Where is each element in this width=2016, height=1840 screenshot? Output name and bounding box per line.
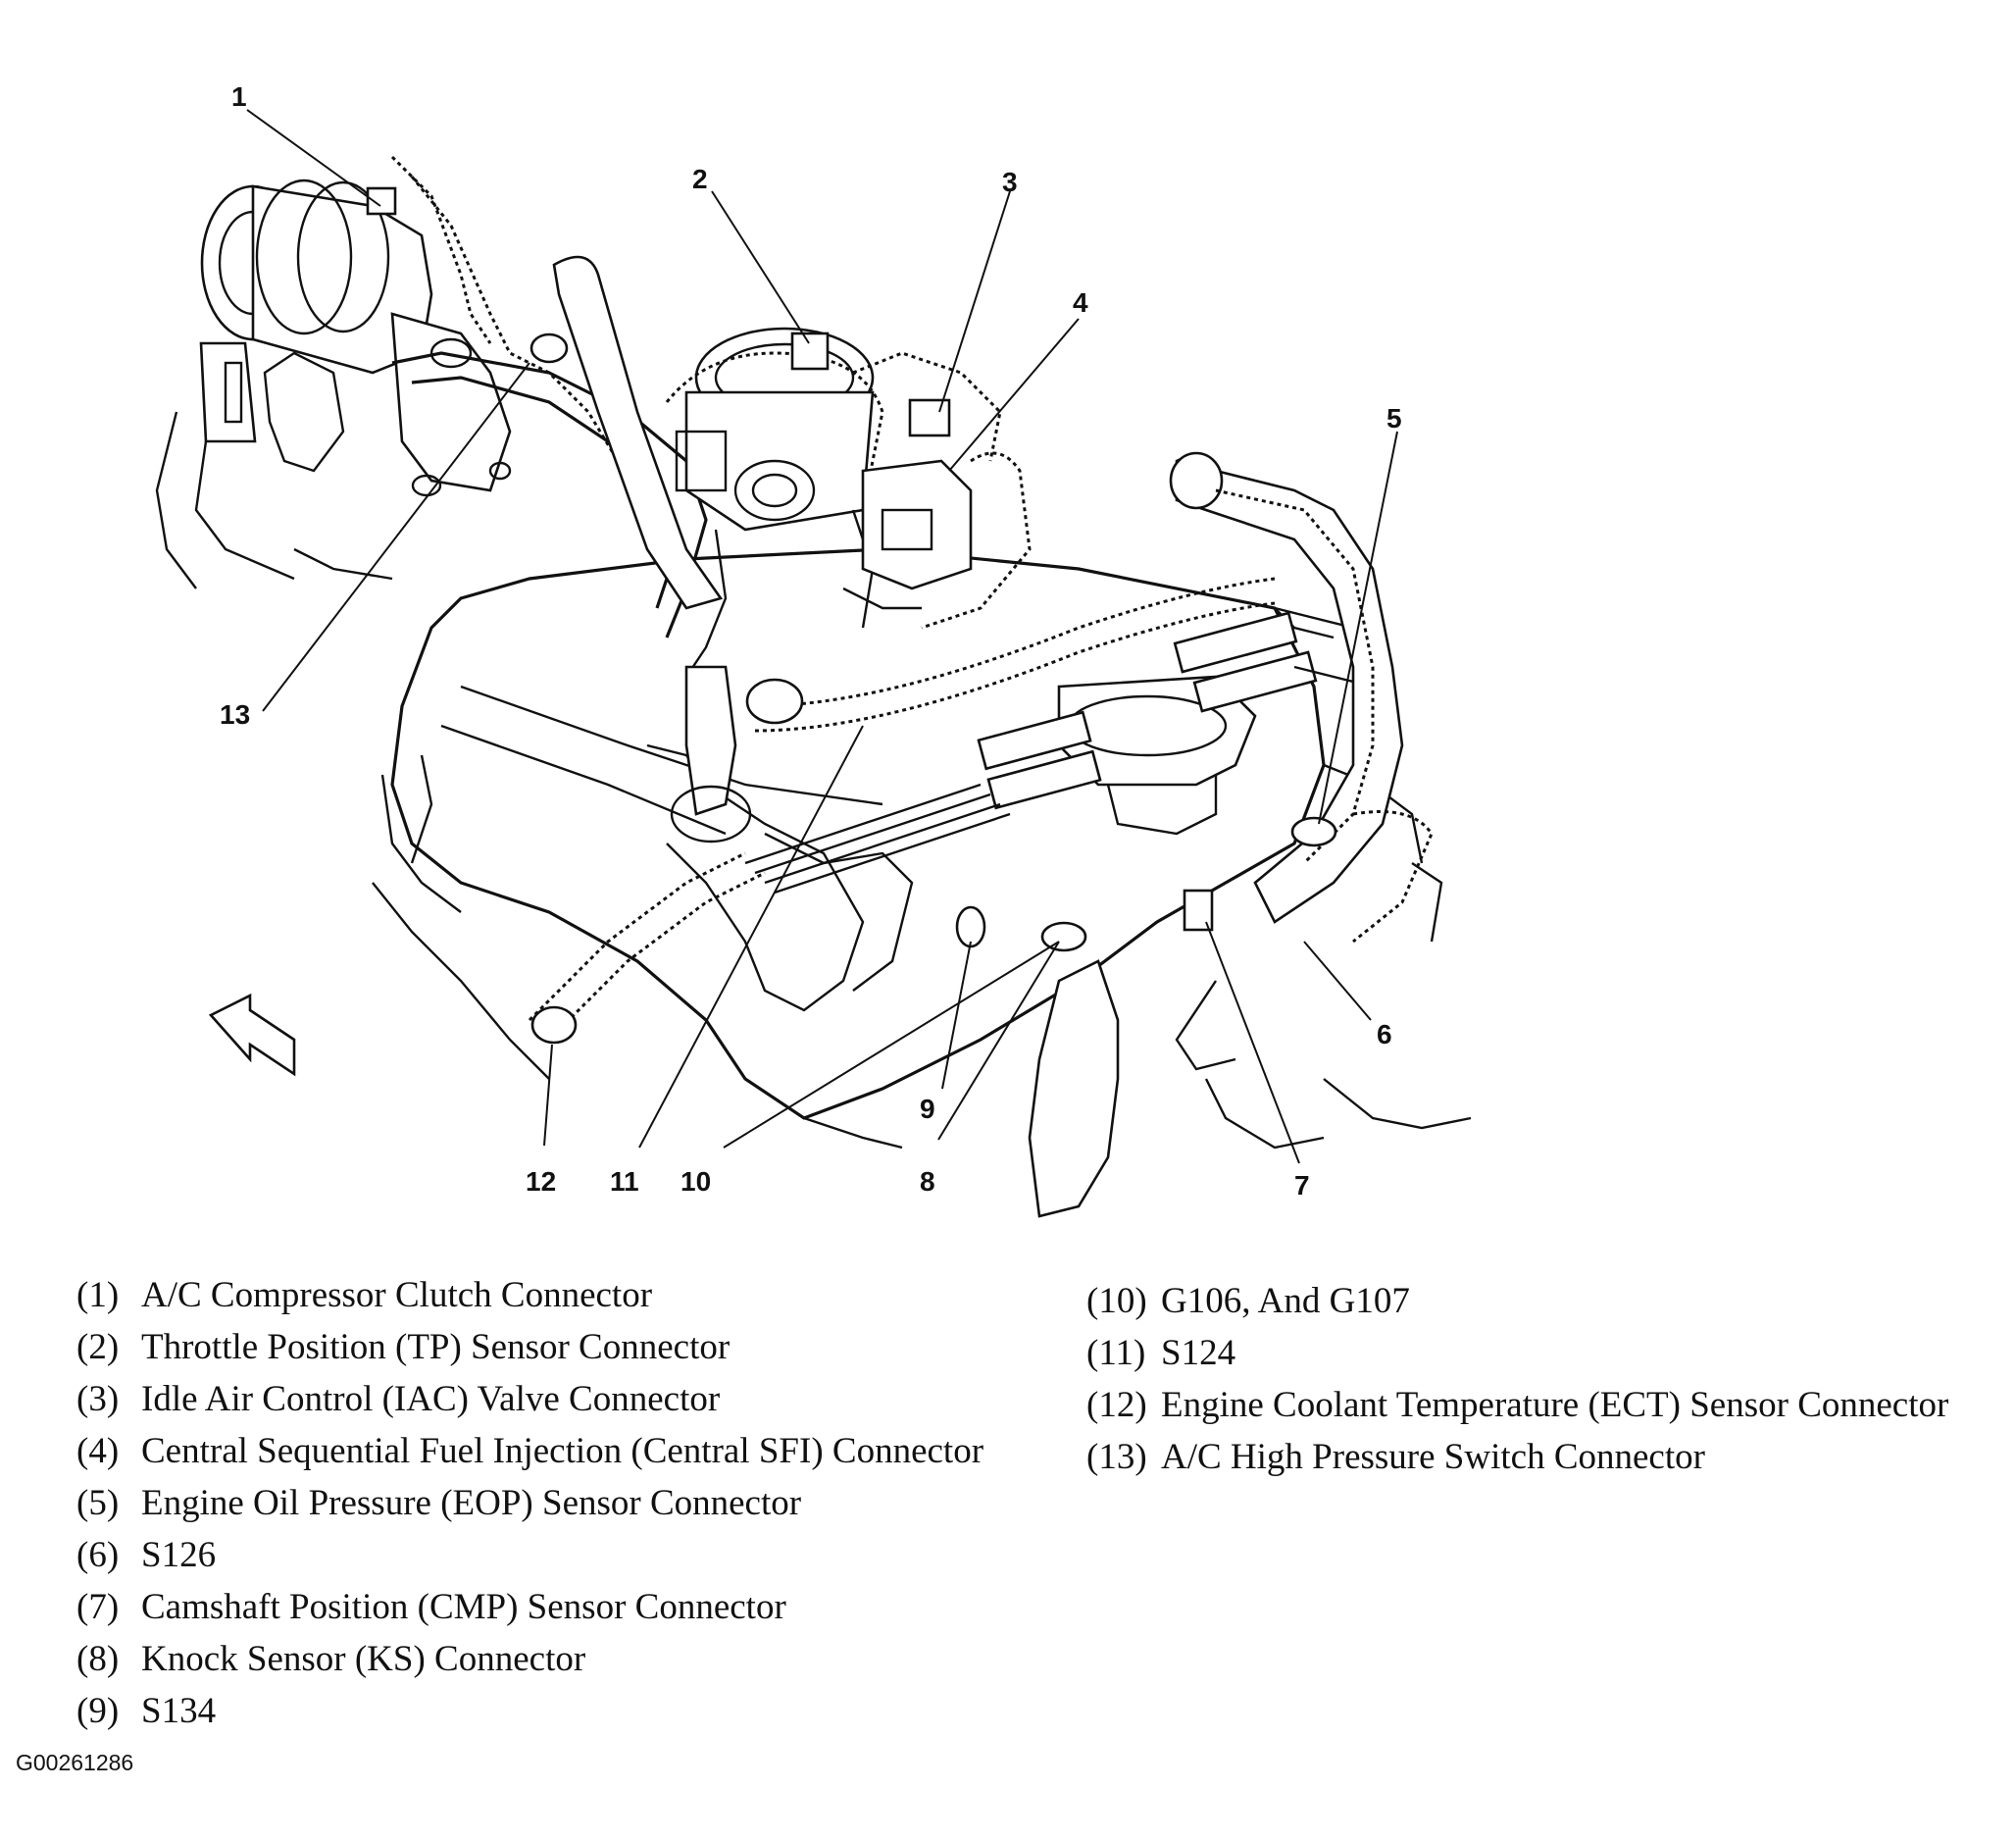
legend-number: (5) — [76, 1483, 120, 1523]
callout-9: 9 — [920, 1094, 935, 1124]
ac-hps-connector — [529, 332, 569, 364]
ks-connector — [1040, 921, 1087, 952]
legend-item-6: (6) S126 — [76, 1529, 983, 1581]
legend-item-5: (5) Engine Oil Pressure (EOP) Sensor Conn… — [76, 1477, 983, 1529]
legend-number: (7) — [76, 1587, 120, 1627]
callout-12: 12 — [526, 1166, 556, 1197]
callout-3: 3 — [1002, 167, 1018, 197]
legend-text: Idle Air Control (IAC) Valve Connector — [141, 1379, 721, 1419]
legend-number: (13) — [1086, 1437, 1147, 1477]
harness-s126 — [1352, 810, 1434, 944]
harness-lower-left — [528, 851, 746, 1022]
callout-numbers: 1 2 3 4 5 6 7 8 9 10 11 12 13 — [220, 81, 1402, 1201]
ac-clutch-connector — [366, 186, 397, 216]
legend-text: Throttle Position (TP) Sensor Connector — [141, 1327, 731, 1367]
legend-text: G106, And G107 — [1161, 1281, 1410, 1321]
legend-right-column: (10) G106, And G107 (11) S124 (12) Engine C… — [1086, 1275, 1948, 1483]
legend-text: S124 — [1161, 1333, 1236, 1373]
callout-7: 7 — [1294, 1170, 1310, 1201]
callout-10: 10 — [680, 1166, 711, 1197]
s124-splice — [745, 678, 804, 725]
right-loom — [1169, 451, 1404, 924]
leader-lines — [246, 109, 1398, 1164]
distributor — [977, 611, 1318, 836]
legend-number: (10) — [1086, 1281, 1147, 1321]
central-sfi-block — [842, 459, 973, 610]
legend-item-11: (11) S124 — [1086, 1327, 1948, 1379]
legend-item-7: (7) Camshaft Position (CMP) Sensor Connec… — [76, 1581, 983, 1633]
lower-radiator-hose — [1028, 959, 1120, 1218]
tp-connector — [790, 332, 830, 371]
callout-8: 8 — [920, 1166, 935, 1197]
pcv-hose — [684, 665, 737, 816]
legend-item-8: (8) Knock Sensor (KS) Connector — [76, 1633, 983, 1685]
callout-5: 5 — [1386, 403, 1402, 434]
legend-number: (6) — [76, 1535, 120, 1575]
legend-text: A/C Compressor Clutch Connector — [141, 1275, 653, 1315]
legend-text: Engine Coolant Temperature (ECT) Sensor … — [1161, 1385, 1949, 1425]
callout-6: 6 — [1377, 1019, 1392, 1049]
legend-text: Knock Sensor (KS) Connector — [141, 1639, 586, 1679]
legend-number: (1) — [76, 1275, 120, 1315]
harness-compressor-2 — [390, 155, 492, 344]
legend-text: A/C High Pressure Switch Connector — [1161, 1437, 1705, 1477]
callout-4: 4 — [1073, 287, 1088, 318]
legend-text: Central Sequential Fuel Injection (Centr… — [141, 1431, 984, 1471]
legend-number: (2) — [76, 1327, 120, 1367]
legend-item-12: (12) Engine Coolant Temperature (ECT) Sen… — [1086, 1379, 1948, 1431]
legend-number: (9) — [76, 1691, 120, 1731]
iac-connector — [908, 398, 951, 437]
legend-item-9: (9) S134 — [76, 1685, 983, 1737]
legend-text: Camshaft Position (CMP) Sensor Connector — [141, 1587, 786, 1627]
legend-text: Engine Oil Pressure (EOP) Sensor Connect… — [141, 1483, 802, 1523]
legend-item-13: (13) A/C High Pressure Switch Connector — [1086, 1431, 1948, 1483]
callout-2: 2 — [692, 164, 708, 194]
spark-wires — [744, 783, 1011, 894]
callout-1: 1 — [231, 81, 247, 112]
legend-item-4: (4) Central Sequential Fuel Injection (Ce… — [76, 1425, 983, 1477]
figure-id: G00261286 — [16, 1750, 134, 1775]
legend-item-2: (2) Throttle Position (TP) Sensor Connect… — [76, 1321, 983, 1373]
legend-item-3: (3) Idle Air Control (IAC) Valve Connecto… — [76, 1373, 983, 1425]
harness-sfi — [921, 451, 1032, 630]
throttle-body — [675, 327, 875, 678]
eop-connector — [1290, 816, 1337, 847]
harness-compressor — [410, 176, 620, 462]
vacuum-hose — [552, 255, 724, 610]
callout-13: 13 — [220, 699, 250, 730]
legend-number: (4) — [76, 1431, 120, 1471]
harness-iac — [852, 351, 1002, 462]
ect-connector — [530, 1005, 578, 1045]
legend-number: (12) — [1086, 1385, 1147, 1425]
callout-11: 11 — [610, 1166, 639, 1197]
legend-left-column: (1) A/C Compressor Clutch Connector (2) Th… — [76, 1269, 983, 1737]
legend-number: (8) — [76, 1639, 120, 1679]
legend-text: S134 — [141, 1691, 217, 1731]
legend-text: S126 — [141, 1535, 217, 1575]
legend-number: (11) — [1086, 1333, 1146, 1373]
front-direction-arrow — [208, 993, 296, 1077]
harness-lower-left-2 — [547, 871, 766, 1042]
legend-item-10: (10) G106, And G107 — [1086, 1275, 1948, 1327]
s134-splice — [955, 905, 986, 948]
legend-item-1: (1) A/C Compressor Clutch Connector — [76, 1269, 983, 1321]
legend-number: (3) — [76, 1379, 120, 1419]
